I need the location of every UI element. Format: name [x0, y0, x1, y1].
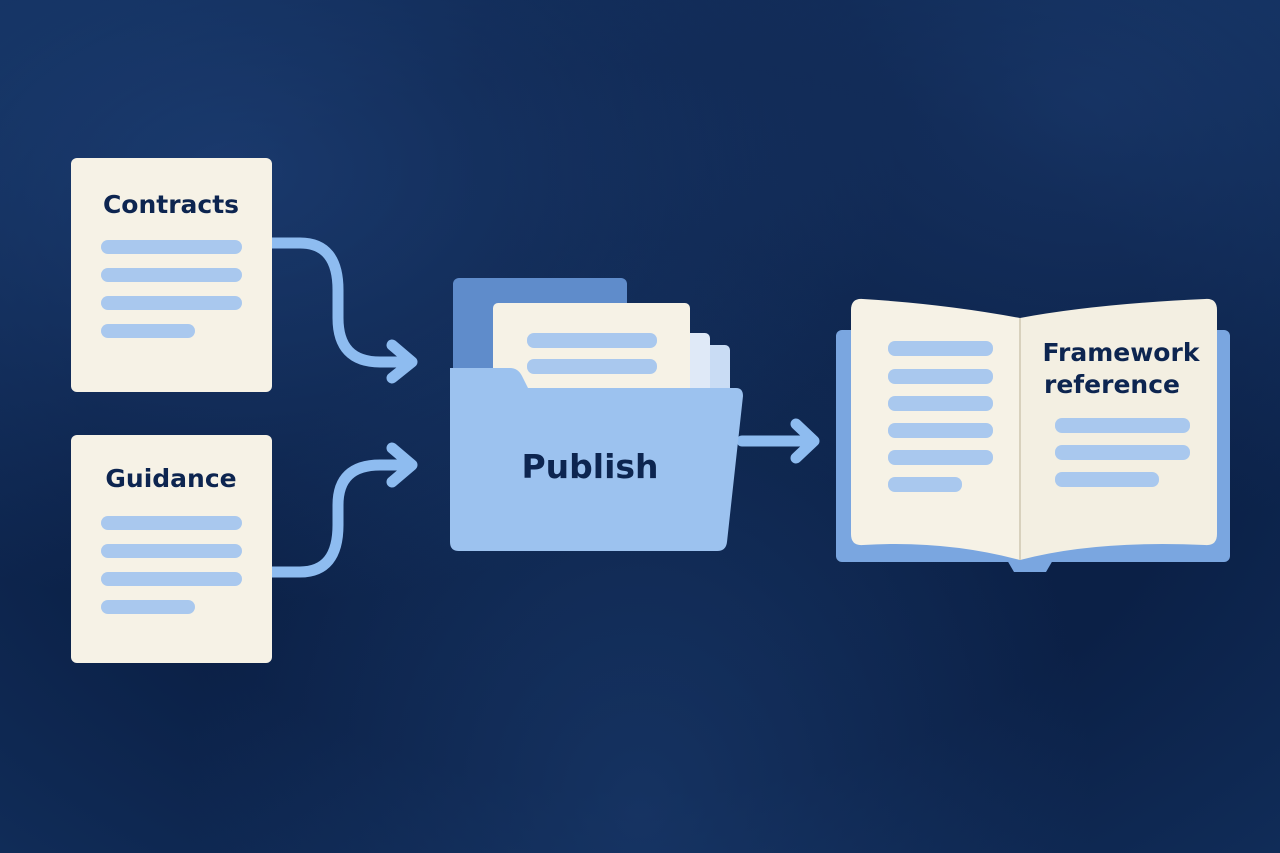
text-line [101, 600, 195, 614]
framework-reference-label-line2: reference [1044, 370, 1180, 399]
text-line [888, 423, 993, 438]
publish-label: Publish [521, 447, 658, 486]
guidance-document: Guidance [71, 435, 272, 663]
text-line [1055, 472, 1159, 487]
folder-front [450, 368, 743, 551]
text-line [101, 572, 242, 586]
text-line [527, 333, 657, 348]
text-line [101, 544, 242, 558]
arrow-contracts-to-publish [266, 237, 418, 384]
text-line [101, 516, 242, 530]
text-line [1055, 445, 1190, 460]
text-line [1055, 418, 1190, 433]
arrow-publish-to-framework-reference [736, 418, 820, 464]
text-line [888, 477, 962, 492]
framework-reference-label-line1: Framework [1043, 338, 1201, 367]
text-line [101, 268, 242, 282]
contracts-label: Contracts [103, 190, 239, 219]
text-line [888, 341, 993, 356]
text-line [101, 296, 242, 310]
text-line [101, 240, 242, 254]
arrow-guidance-to-publish [266, 442, 418, 578]
contracts-document: Contracts [71, 158, 272, 392]
text-line [888, 396, 993, 411]
text-line [101, 324, 195, 338]
framework-reference-book: Framework reference [836, 298, 1230, 572]
publish-folder: Publish [450, 278, 743, 551]
guidance-label: Guidance [105, 464, 236, 493]
text-line [527, 359, 657, 374]
folder-front-sheet [493, 303, 690, 401]
text-line [888, 450, 993, 465]
text-line [888, 369, 993, 384]
